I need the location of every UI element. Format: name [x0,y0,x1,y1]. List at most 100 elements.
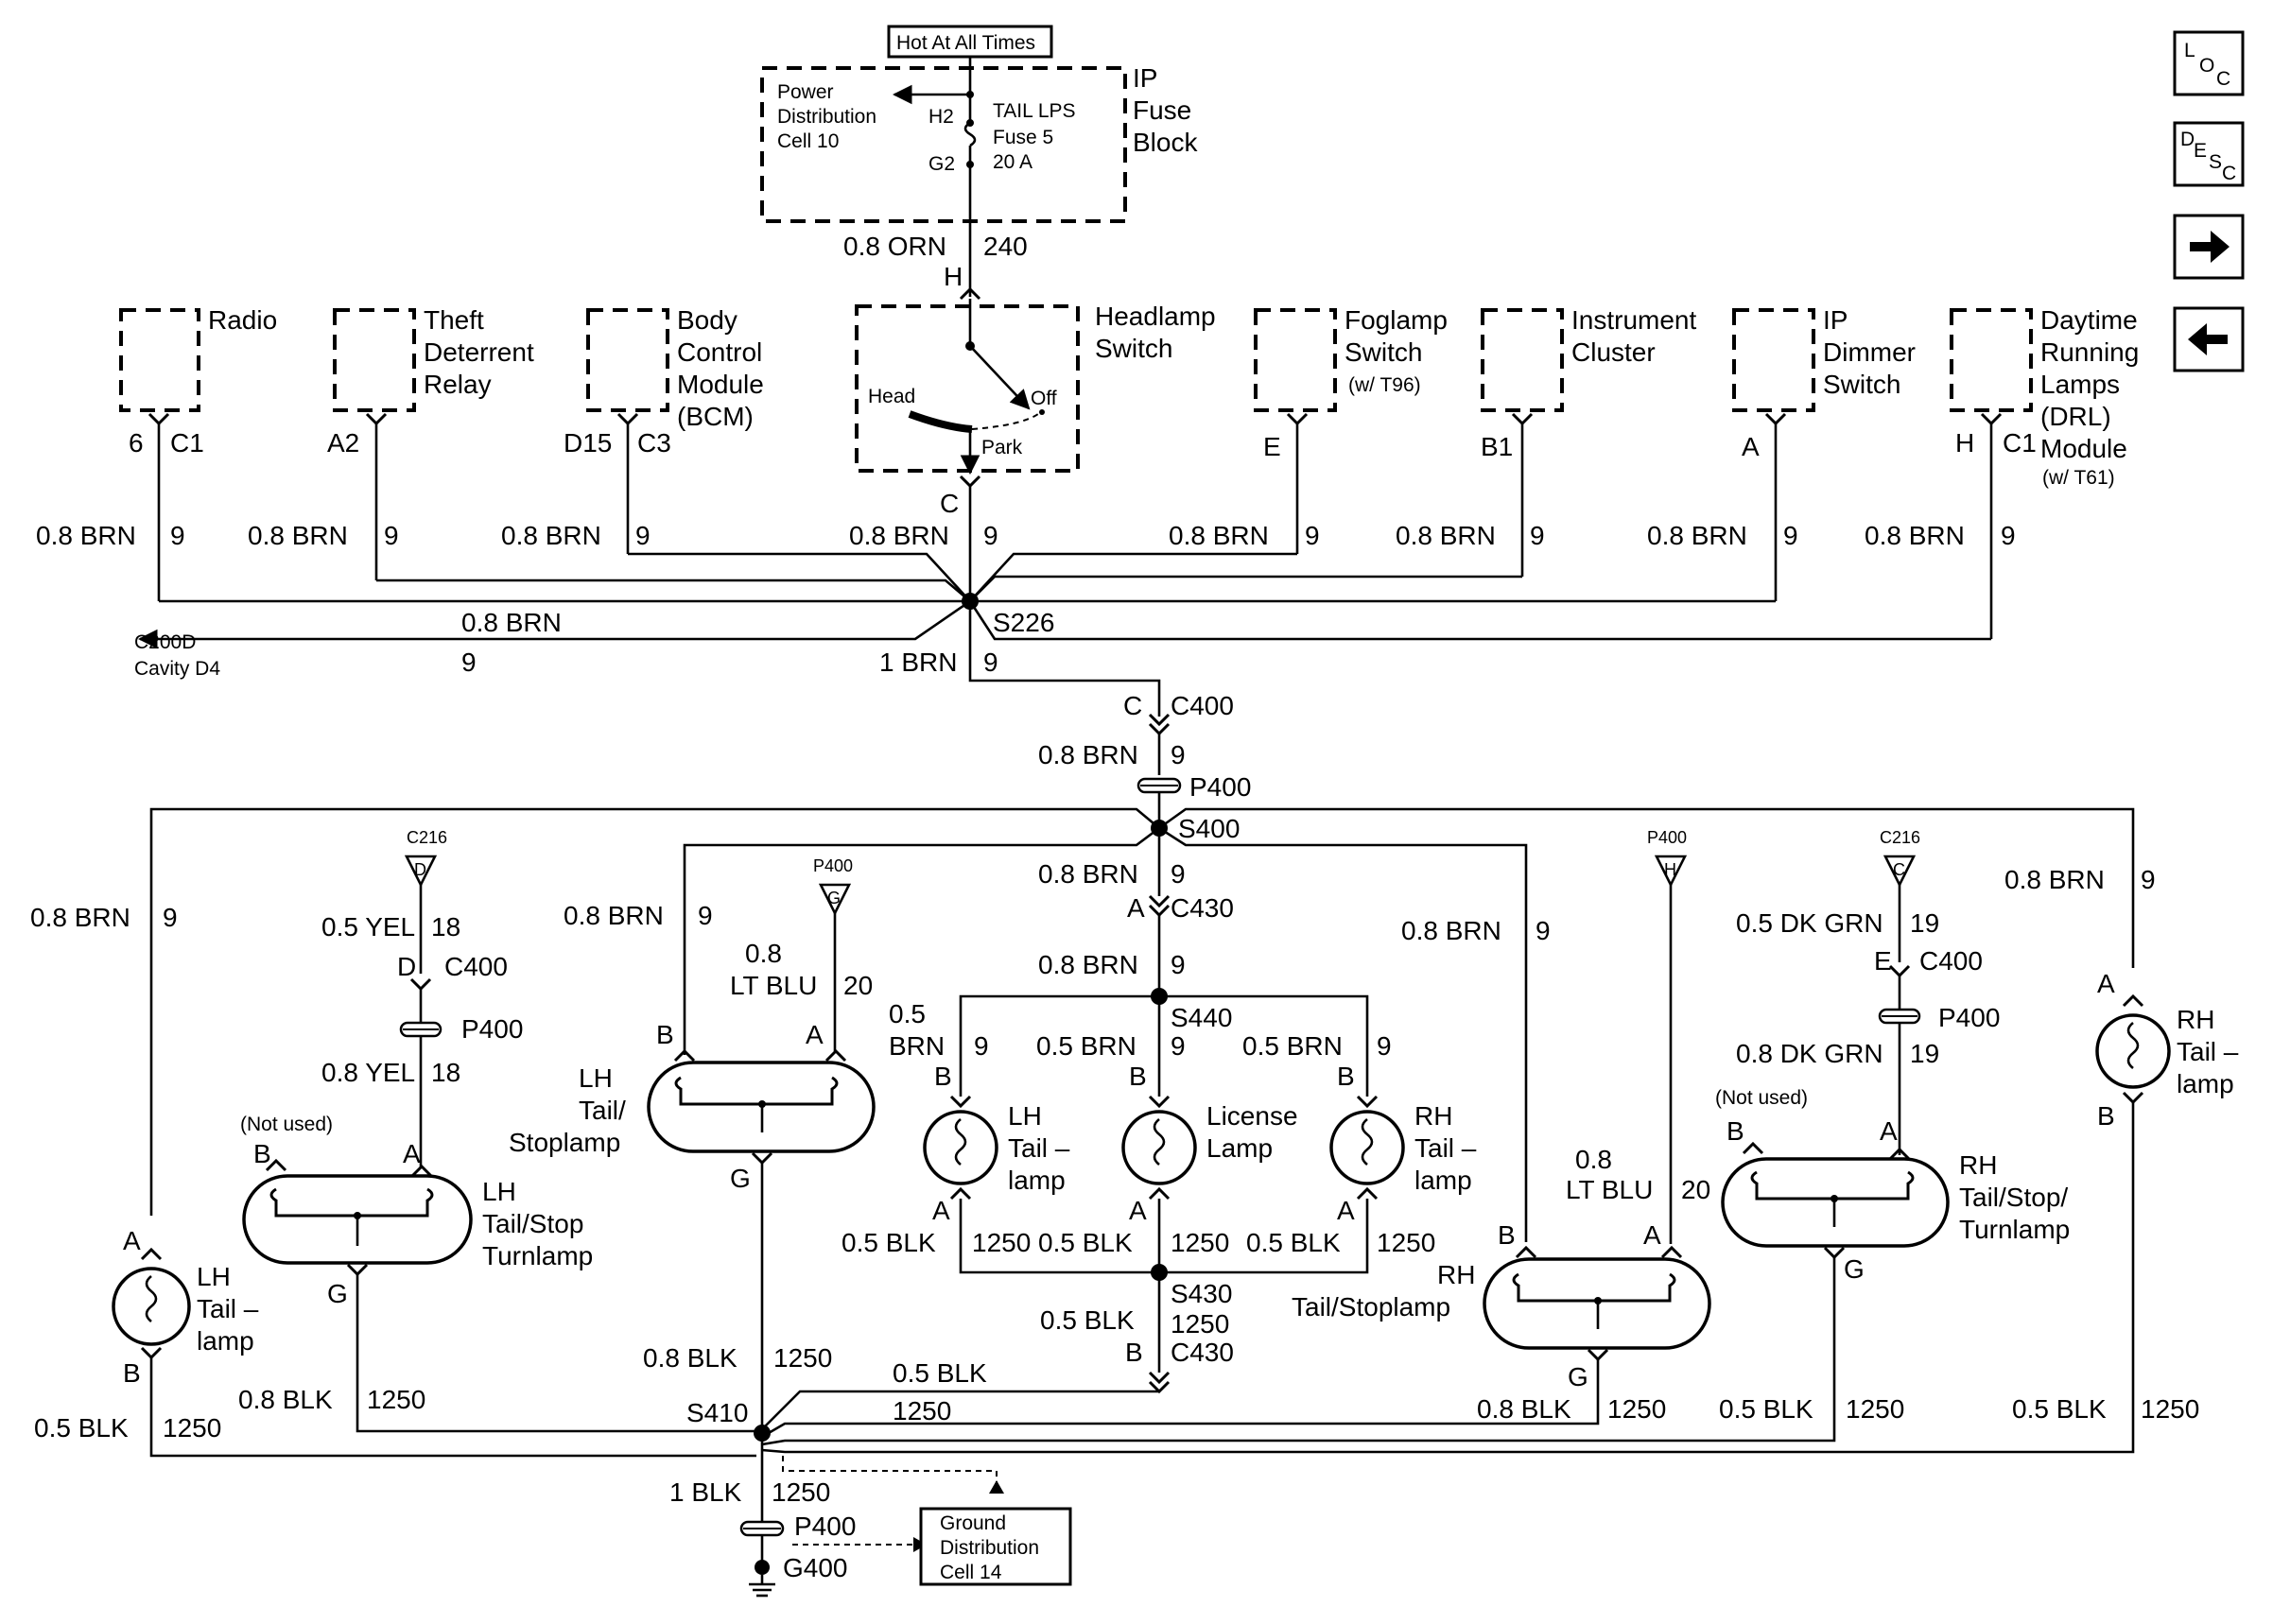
lower-center-rh-gw-label: 0.5 BLK [1246,1228,1341,1257]
mid-w3-label: 0.8 BRN [1038,740,1138,769]
c216-d-connector [404,855,438,888]
lower-farrh-a-label: A [2097,969,2115,998]
lower-center-lh-gw-label: 0.5 BLK [842,1228,936,1257]
ground-gd2-label: Distribution [940,1537,1039,1559]
lower-lhts-notused-label: (Not used) [240,1114,333,1135]
fuse-g2-label: G2 [928,153,955,175]
lower-lhstop-w2a-label: 0.8 [745,939,782,968]
lower-center-rh-n-label: 9 [1377,1031,1392,1061]
mid-p400-label: P400 [1189,772,1251,802]
lower-center-lic-n-label: 9 [1171,1031,1186,1061]
top-fog-num-label: 9 [1305,521,1320,550]
top-dim-wire-label: 0.8 BRN [1647,521,1747,550]
fuse-w_num-label: 240 [983,232,1028,261]
hot-at-all-times-box [887,25,1053,59]
lower-center-cb-label: B [1125,1338,1143,1367]
top-radio-pin-label: 6 [129,428,144,458]
lower-rhts-c400-label: C400 [1919,946,1983,976]
top-bcm-t4-label: (BCM) [677,402,754,431]
top-drl-pin-label: H [1955,428,1974,458]
top-fog-pin-label: E [1263,432,1281,461]
lower-lhts-b-label: B [253,1139,271,1168]
lower-farlh-a-label: A [123,1226,141,1255]
lower-farlh-t2-label: Tail – [197,1294,259,1323]
lower-lhstop-conn_top-label: P400 [813,856,853,875]
arrow-right-icon [2190,231,2230,263]
lower-lhts-w-label: 0.5 YEL [321,912,415,942]
top-drl-t4-label: (DRL) [2040,402,2111,431]
body-control-module: Body Control Module (BCM) D15 C3 0.8 BRN… [501,305,764,554]
mid-n2-label: 9 [983,648,998,677]
top-bcm-t3-label: Module [677,370,764,399]
lower-center-w4-label: 0.5 BLK [893,1358,987,1388]
lower-center-lh-t2-label: Tail – [1008,1133,1070,1163]
top-ic-t1-label: Instrument [1571,305,1696,335]
lower-rhts-n-label: 19 [1910,908,1939,938]
ground-g400-label: G400 [783,1553,848,1582]
top-drl-t3-label: Lamps [2040,370,2120,399]
center-rh-taillamp: 0.5 BRN 9 B RH Tail – lamp A 0.5 BLK 125… [1159,1031,1477,1274]
lower-lhstop-conn_letter-label: G [827,889,841,907]
lower-lhts-cd-label: D [397,952,416,981]
lower-center-lic-w-label: 0.5 BRN [1036,1031,1136,1061]
lower-rhstop-w2b-label: LT BLU [1566,1175,1653,1204]
ground-s410-g400: S410 1 BLK 1250 P400 G400 Ground Distrib… [669,1398,1072,1598]
fuse-symbol [963,121,977,147]
fuse-pd2-label: Distribution [777,106,876,128]
rh-tail-stoplamp: 0.8 BRN 9 P400 H 0.8 LT BLU 20 B A RH Ta… [761,828,1711,1439]
lower-center-rh-b-label: B [1337,1062,1355,1091]
lower-rhts-t3-label: Turnlamp [1959,1215,2070,1244]
lower-center-lic-gn-label: 1250 [1171,1228,1229,1257]
lower-rhstop-b-label: B [1498,1220,1516,1250]
top-head-wire-label: 0.8 BRN [849,521,949,550]
top-ic-t2-label: Cluster [1571,337,1656,367]
ground-w-label: 1 BLK [669,1477,742,1507]
lower-center-ca-label: A [1127,893,1145,923]
mid-n1-label: 9 [461,648,477,677]
top-drl-num-label: 9 [2001,521,2016,550]
fuse-b2-label: Fuse [1133,95,1191,125]
top-theft-pin-label: A2 [327,428,359,458]
lower-lhstop-t2-label: Tail/ [579,1096,626,1125]
top-drl-wire-label: 0.8 BRN [1865,521,1965,550]
next-button[interactable] [2173,214,2245,280]
lower-farlh-gw-label: 0.5 BLK [34,1413,129,1443]
nav-buttons: L O C D E S C [2173,30,2245,372]
lower-center-n3-label: 1250 [1171,1309,1229,1339]
head-contact [908,410,973,433]
top-fog-t2-label: Switch [1345,337,1422,367]
lower-rhts-notused-label: (Not used) [1715,1087,1808,1109]
top-theft-t1-label: Theft [424,305,484,335]
lower-rhts-a-label: A [1880,1116,1898,1146]
lower-farlh-gn-label: 1250 [163,1413,221,1443]
lower-center-c430-label: C430 [1171,893,1234,923]
lower-center-rh-t3-label: lamp [1414,1166,1472,1195]
location-button[interactable]: L O C [2173,30,2245,96]
lower-rhts-gn-label: 1250 [1846,1394,1904,1424]
mid-w1-label: 0.8 BRN [461,608,562,637]
top-dim-t2-label: Dimmer [1823,337,1916,367]
lower-center-w3-label: 0.5 BLK [1040,1305,1135,1335]
lower-center-rh-w-label: 0.5 BRN [1242,1031,1343,1061]
lower-center-lh-gn-label: 1250 [972,1228,1031,1257]
lower-center-lh-t3-label: lamp [1008,1166,1066,1195]
theft-deterrent-relay: Theft Deterrent Relay A2 0.8 BRN 9 [248,305,534,580]
ground-distribution-box [919,1507,1072,1586]
ground-gd3-label: Cell 14 [940,1562,1002,1583]
rh-tail-stop-turnlamp: C216 C 0.5 DK GRN 19 E C400 P400 0.8 DK … [761,828,2070,1446]
nav-desc-c-label: C [2222,163,2236,184]
lower-lhstop-n-label: 9 [698,901,713,930]
lower-farrh-t1-label: RH [2177,1005,2214,1034]
top-bcm-wire-label: 0.8 BRN [501,521,601,550]
lower-rhts-t1-label: RH [1959,1150,1997,1180]
lower-center-w-label: 0.8 BRN [1038,859,1138,889]
description-button[interactable]: D E S C [2173,121,2245,187]
radio: Radio 6 C1 0.8 BRN 9 [36,305,277,601]
nav-desc-s-label: S [2209,151,2222,173]
mid-s400-label: S400 [1178,814,1240,843]
lower-center-lic-t2-label: Lamp [1206,1133,1273,1163]
previous-button[interactable] [2173,306,2245,372]
lower-rhts-ce-label: E [1874,946,1892,976]
top-drl-conn-label: C1 [2003,428,2037,458]
fuse-n1-label: TAIL LPS [993,100,1076,122]
